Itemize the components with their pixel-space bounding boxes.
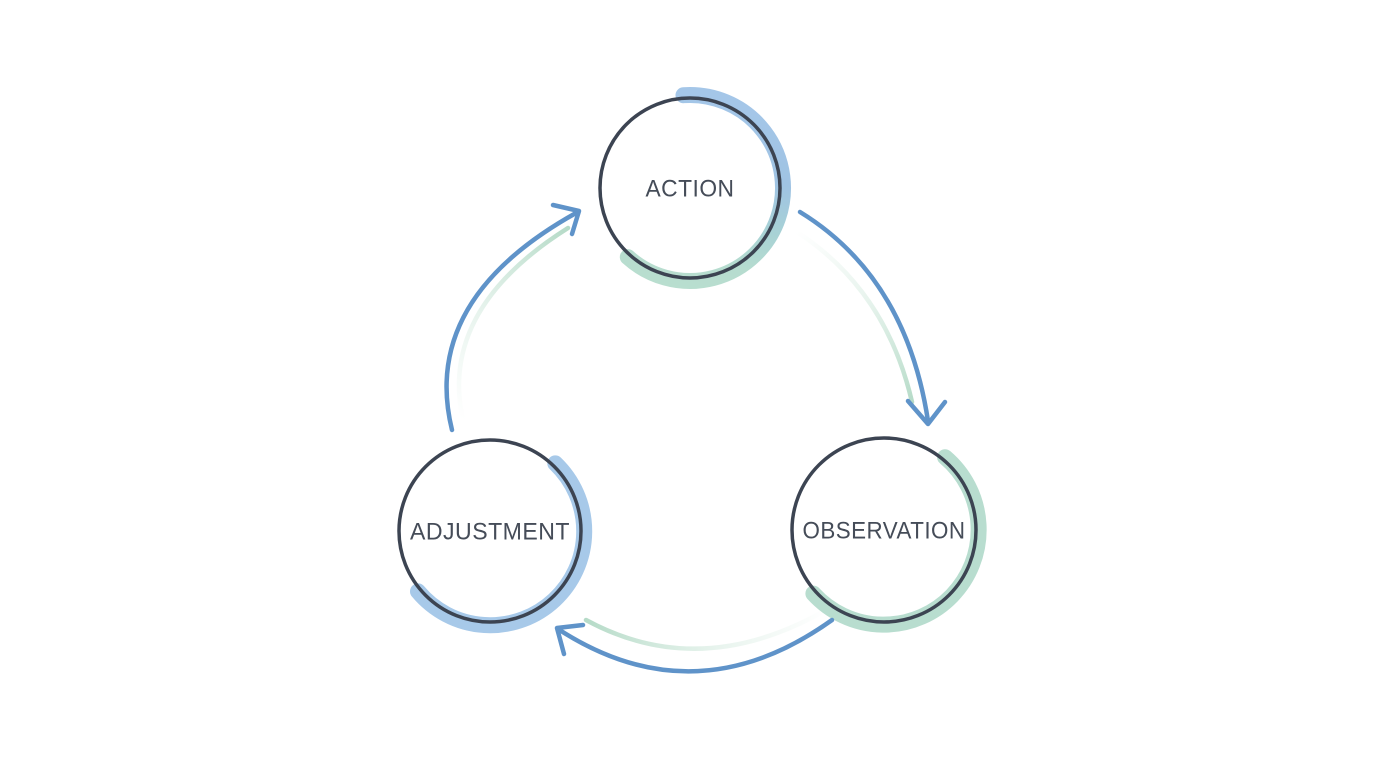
arrowhead-icon bbox=[550, 202, 582, 237]
echo-curve-adjustment-to-action bbox=[456, 225, 571, 423]
arrow-shaft bbox=[444, 210, 579, 433]
arrow-observation-to-adjustment bbox=[554, 617, 835, 674]
observation-node-label: OBSERVATION bbox=[803, 518, 966, 545]
action-node-circle bbox=[598, 96, 782, 280]
action-node-label: ACTION bbox=[646, 176, 735, 203]
echo-curve-observation-to-adjustment bbox=[583, 607, 829, 651]
arrowhead-icon bbox=[554, 622, 586, 657]
action-node-highlight-arc bbox=[619, 86, 792, 289]
arrow-shaft bbox=[555, 617, 835, 674]
adjustment-node-circle bbox=[397, 438, 583, 624]
observation-node-highlight-arc bbox=[805, 449, 987, 633]
arrow-action-to-observation bbox=[797, 209, 948, 427]
arrow-adjustment-to-action bbox=[444, 202, 582, 433]
adjustment-node-label: ADJUSTMENT bbox=[410, 519, 570, 546]
arrowhead-icon bbox=[905, 398, 948, 427]
arrow-shaft bbox=[797, 209, 931, 424]
echo-curve-action-to-observation bbox=[794, 229, 915, 405]
observation-node-circle bbox=[790, 436, 978, 624]
adjustment-node-highlight-arc bbox=[410, 455, 593, 634]
